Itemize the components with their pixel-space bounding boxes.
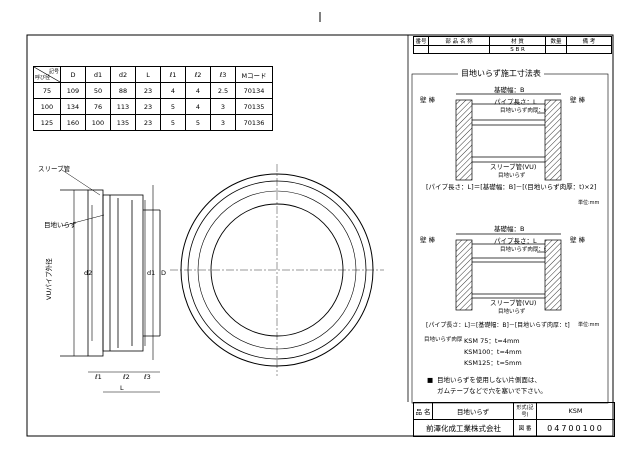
cell: 160 — [60, 114, 86, 131]
joint-label-2: 目地いらず — [498, 309, 526, 315]
header-material: 材 質 — [489, 36, 546, 46]
dim-l1: ℓ1 — [95, 373, 102, 381]
cell: 100 — [85, 114, 111, 131]
cell: 125 — [33, 114, 61, 131]
note-line-1: 目地いらずを使用しない片側面は、 — [437, 376, 541, 384]
cell: 4 — [160, 82, 186, 99]
cell: 5 — [185, 114, 211, 131]
front-view — [170, 164, 384, 376]
title-block: 品 名 目地いらず 形式(記号) KSM 前澤化成工業株式会社 図 番 0470… — [413, 402, 615, 437]
install-detail-2 — [455, 233, 562, 311]
install-detail-1 — [455, 93, 562, 181]
model-label: 形式(記号) — [513, 402, 537, 420]
thickness-125: KSM125：t=5mm — [464, 359, 522, 367]
header-remarks: 備 考 — [566, 36, 612, 46]
cell: 76 — [85, 98, 111, 115]
wall-right-2: 壁 棒 — [570, 236, 586, 244]
spec-corner: 記号 呼び径 — [33, 66, 61, 83]
base-width-2: 基礎幅：B — [494, 225, 525, 233]
section-view — [60, 169, 161, 393]
cell: 3 — [210, 98, 236, 115]
dim-l3: ℓ3 — [144, 373, 151, 381]
cell: 23 — [135, 98, 161, 115]
drawing-no-label: 図 番 — [513, 419, 537, 437]
wall-left-1: 壁 棒 — [420, 96, 436, 104]
model-value: KSM — [536, 402, 615, 420]
dim-d1: d1 — [147, 269, 156, 277]
dim-L: L — [120, 384, 124, 392]
joint-label-1: 目地いらず — [498, 173, 526, 179]
col-L: L — [135, 66, 161, 83]
thickness-title: 目地いらず肉厚 — [424, 337, 463, 343]
thickness-75: KSM 75：t=4mm — [464, 337, 520, 345]
product-name: 目地いらず — [432, 402, 514, 420]
unit-2: 単位:mm — [578, 322, 600, 328]
cell: 4 — [185, 82, 211, 99]
cell: 75 — [33, 82, 61, 99]
cell: 70136 — [235, 114, 273, 131]
formula-2: [パイプ長さ：L]＝[基礎幅：B]－[目地いらず肉厚：t] — [426, 322, 570, 329]
col-l2: ℓ2 — [185, 66, 211, 83]
cell: 134 — [60, 98, 86, 115]
unit-1: 単位:mm — [578, 200, 600, 206]
col-l3: ℓ3 — [210, 66, 236, 83]
dim-D: D — [161, 269, 167, 277]
dim-l2: ℓ2 — [123, 373, 130, 381]
col-d1: d1 — [85, 66, 111, 83]
col-mcode: Mコード — [235, 66, 273, 83]
header-qty: 数量 — [545, 36, 567, 46]
cell: 23 — [135, 82, 161, 99]
cell: 4 — [185, 98, 211, 115]
col-D: D — [60, 66, 86, 83]
row-material: S B R — [489, 45, 546, 54]
joint-depth-1: 目地いらず肉厚：t — [500, 108, 547, 114]
spec-header-row: 記号 呼び径 D d1 d2 L ℓ1 ℓ2 ℓ3 Mコード — [33, 66, 273, 83]
note-mark: ■ — [427, 376, 434, 384]
cell: 100 — [33, 98, 61, 115]
pipe-od-label: VUパイプ外径 — [45, 258, 53, 300]
wall-right-1: 壁 棒 — [570, 96, 586, 104]
cell: 2.5 — [210, 82, 236, 99]
sleeve-label-2: スリーブ管(VU) — [490, 299, 537, 307]
cell: 5 — [160, 98, 186, 115]
guide-title: 目地いらず施工寸法表 — [458, 70, 544, 78]
cell: 70134 — [235, 82, 273, 99]
name-label: 品 名 — [413, 402, 433, 420]
cell: 50 — [85, 82, 111, 99]
cell: 23 — [135, 114, 161, 131]
cell: 70135 — [235, 98, 273, 115]
cell: 3 — [210, 114, 236, 131]
cell: 135 — [110, 114, 136, 131]
joint-label: 目地いらず — [44, 221, 77, 229]
cell: 113 — [110, 98, 136, 115]
parts-header-table: 番号 部 品 名 称 材 質 数量 備 考 S B R — [413, 36, 612, 54]
sleeve-label-1: スリーブ管(VU) — [490, 163, 537, 171]
col-l1: ℓ1 — [160, 66, 186, 83]
sleeve-label: スリーブ管 — [38, 165, 71, 173]
formula-1: [パイプ長さ：L]＝[基礎幅：B]－[(目地いらず肉厚：t)×2] — [426, 183, 597, 191]
joint-depth-2: 目地いらず肉厚：t — [500, 247, 547, 253]
header-no: 番号 — [413, 36, 429, 46]
pipe-length-2: パイプ長さ：L — [494, 237, 537, 245]
col-d2: d2 — [110, 66, 136, 83]
cell: 88 — [110, 82, 136, 99]
company-name: 前澤化成工業株式会社 — [413, 419, 514, 437]
header-name: 部 品 名 称 — [428, 36, 490, 46]
pipe-length-1: パイプ長さ：L — [494, 98, 537, 106]
base-width-1: 基礎幅：B — [494, 86, 525, 94]
note-line-2: ガムテープなどで穴を塞いで下さい。 — [437, 387, 547, 395]
thickness-100: KSM100：t=4mm — [464, 348, 522, 356]
cell: 5 — [160, 114, 186, 131]
cell: 109 — [60, 82, 86, 99]
sheet-frame — [26, 34, 614, 437]
wall-left-2: 壁 棒 — [420, 236, 436, 244]
dim-d2: d2 — [84, 269, 93, 277]
drawing-no: 04700100 — [536, 419, 615, 437]
